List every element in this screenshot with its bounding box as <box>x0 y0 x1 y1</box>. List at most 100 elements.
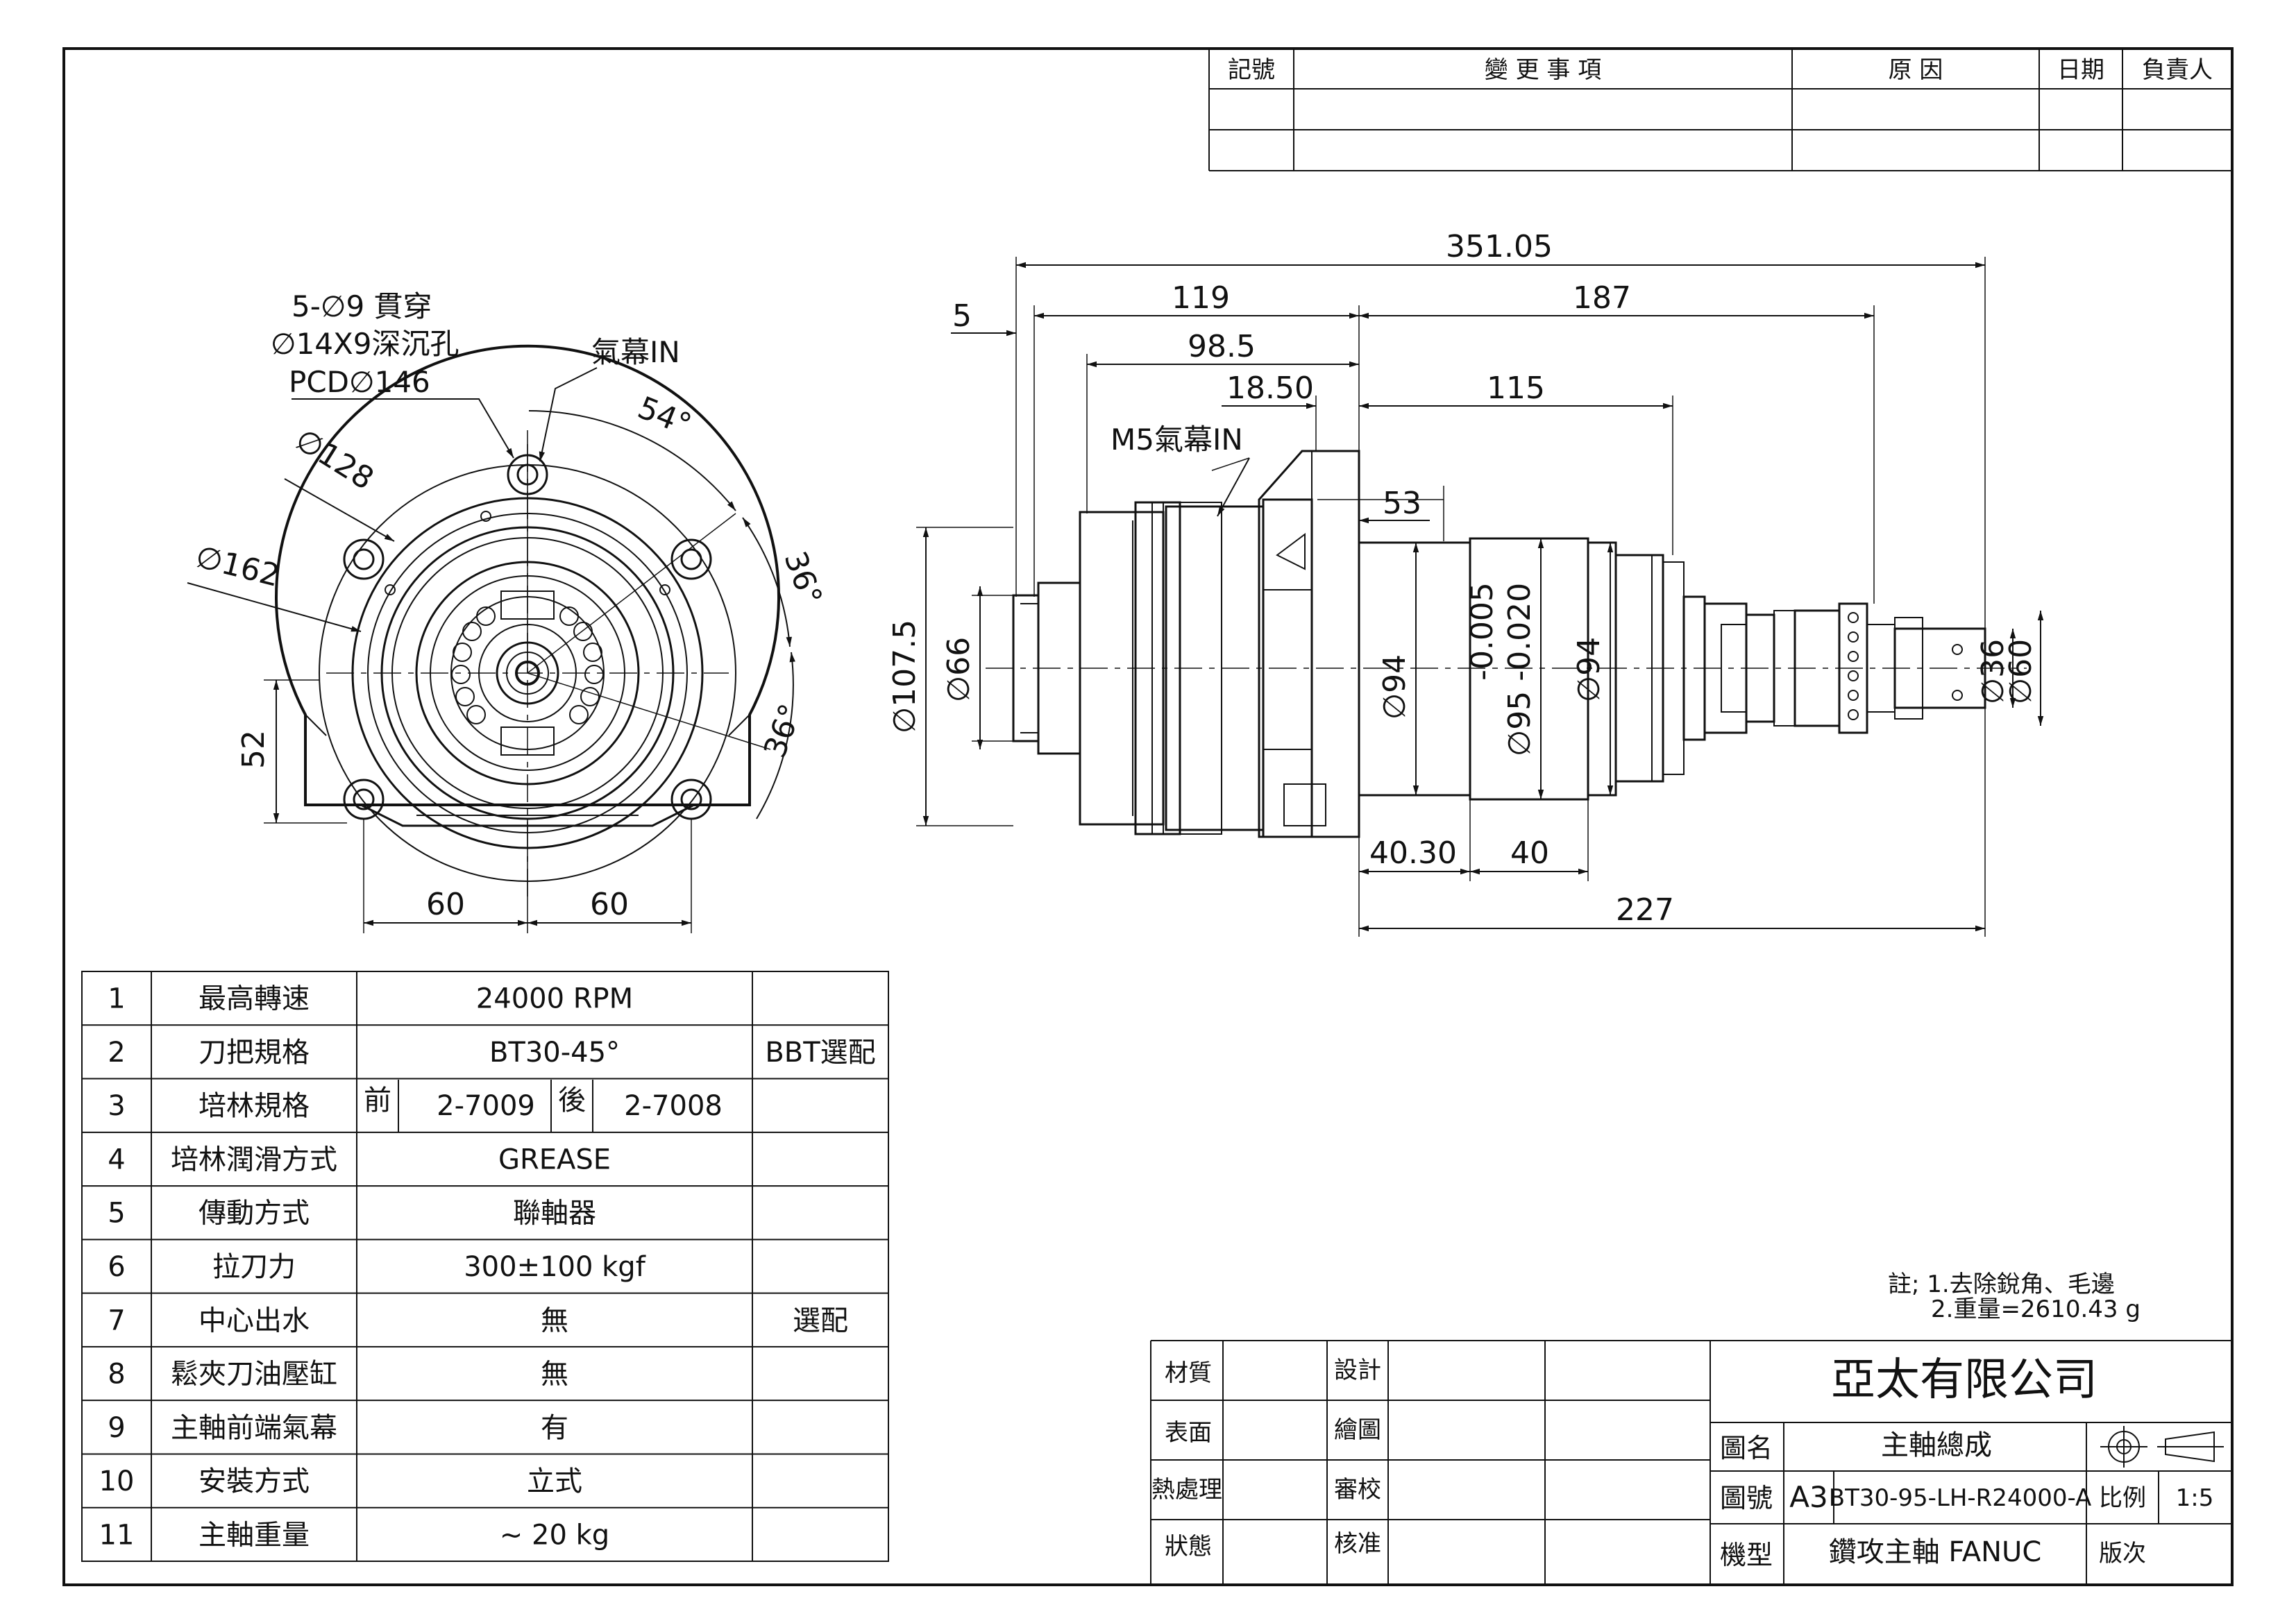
holes-callout-line1: 5-∅9 貫穿 <box>292 289 432 323</box>
revision-table <box>1208 49 2232 171</box>
spec-row-item: 安裝方式 <box>199 1465 310 1497</box>
spec-row-item: 中心出水 <box>199 1305 310 1336</box>
m5-air-in-label: M5氣幕IN <box>1111 423 1243 457</box>
tb-approve: 核准 <box>1334 1530 1381 1558</box>
dia-36-label: ∅36 <box>1975 639 2011 704</box>
note-line-2: 2.重量=2610.43 g <box>1931 1295 2141 1323</box>
spec-row-value: ~ 20 kg <box>500 1519 609 1551</box>
dim-187-label: 187 <box>1573 280 1631 316</box>
spec-row-item: 培林潤滑方式 <box>171 1144 337 1175</box>
spec-table-rows: 1 最高轉速 24000 RPM 2 刀把規格 BT30-45° BBT選配 3 培林規格 前 2-… <box>82 983 888 1551</box>
spec-row-value: 24000 RPM <box>476 983 633 1015</box>
tb-number-label: 圖號 <box>1720 1483 1773 1513</box>
spec-row-value: 無 <box>541 1359 568 1391</box>
spec-table <box>81 971 889 1562</box>
title-block <box>1150 1340 2232 1585</box>
dim-40-30-label: 40.30 <box>1369 835 1457 871</box>
tb-review: 審校 <box>1334 1476 1381 1504</box>
rev-header-owner: 負責人 <box>2142 56 2213 84</box>
angle-36-upper-label: 36° <box>777 547 829 610</box>
tb-state: 狀態 <box>1165 1533 1212 1561</box>
spec-row-note: 選配 <box>793 1305 848 1336</box>
tb-size: A3 <box>1789 1480 1827 1514</box>
air-curtain-in-label: 氣幕IN <box>591 335 680 369</box>
dim-227-label: 227 <box>1616 892 1674 928</box>
spec-bearing-front-label: 前 <box>364 1085 391 1116</box>
spec-row-item: 鬆夾刀油壓缸 <box>171 1359 337 1391</box>
spec-row-number: 2 <box>108 1037 125 1069</box>
rev-header-mark: 記號 <box>1228 56 1275 84</box>
spec-row-number: 11 <box>99 1519 135 1551</box>
spec-row-number: 8 <box>108 1359 125 1391</box>
pcd-callout: PCD∅146 <box>289 365 430 399</box>
spec-row-item: 培林規格 <box>199 1090 310 1122</box>
tb-scale-label: 比例 <box>2099 1484 2146 1512</box>
spec-row-number: 9 <box>108 1412 125 1444</box>
dia-94b-label: ∅94 <box>1571 637 1607 702</box>
spec-row-value: GREASE <box>498 1144 611 1175</box>
spec-row-item: 主軸前端氣幕 <box>171 1412 337 1444</box>
spec-row-item: 主軸重量 <box>199 1519 310 1551</box>
dia-95-tolerance-label: ∅95 -0.020 <box>1502 583 1537 756</box>
dim-60-right-label: 60 <box>590 887 629 922</box>
rev-header-date: 日期 <box>2057 56 2104 84</box>
spec-row-number: 10 <box>99 1465 135 1497</box>
overall-length-label: 351.05 <box>1446 229 1553 264</box>
dim-98-5-label: 98.5 <box>1188 329 1256 364</box>
dim-5-label: 5 <box>952 298 972 334</box>
tolerance-upper-label: -0.005 <box>1464 582 1500 681</box>
spec-row-item: 傳動方式 <box>199 1198 310 1230</box>
spec-row-value: 無 <box>541 1305 568 1336</box>
spec-row-item: 最高轉速 <box>199 983 310 1015</box>
spec-row-number: 5 <box>108 1198 125 1230</box>
spec-row-note: BBT選配 <box>765 1037 875 1069</box>
tb-model-label: 機型 <box>1720 1540 1773 1570</box>
tb-name-value: 主軸總成 <box>1881 1429 1992 1461</box>
tb-drawing: 繪圖 <box>1334 1416 1381 1444</box>
front-view <box>187 344 795 933</box>
dia-94a-label: ∅94 <box>1377 654 1412 720</box>
tb-heat-treatment: 熱處理 <box>1151 1476 1222 1504</box>
tb-design: 設計 <box>1334 1357 1381 1384</box>
dia-66-label: ∅66 <box>941 637 977 702</box>
note-line-1: 註; 1.去除銳角、毛邊 <box>1888 1271 2115 1298</box>
dim-40-label: 40 <box>1510 835 1549 871</box>
dim-60-left-label: 60 <box>426 887 465 922</box>
dia-107-5-label: ∅107.5 <box>887 620 922 733</box>
spec-row-value: 聯軸器 <box>513 1198 596 1230</box>
spec-row-item: 拉刀力 <box>212 1251 296 1283</box>
spec-row-number: 1 <box>108 983 125 1015</box>
rev-header-change: 變 更 事 項 <box>1485 56 1601 84</box>
drawing-border <box>62 47 2234 1586</box>
tb-model-value: 鑽攻主軸 FANUC <box>1829 1536 2042 1568</box>
dim-52-label: 52 <box>236 730 271 769</box>
spec-row-value: 300±100 kgf <box>464 1251 645 1283</box>
spec-row-number: 4 <box>108 1144 125 1175</box>
rev-header-reason: 原 因 <box>1889 56 1943 84</box>
spec-row-item: 刀把規格 <box>199 1037 310 1069</box>
spec-row-number: 7 <box>108 1305 125 1336</box>
company-name: 亞太有限公司 <box>1831 1354 2097 1406</box>
tb-version-label: 版次 <box>2099 1540 2146 1567</box>
spec-row-number: 6 <box>108 1251 125 1283</box>
projection-symbol-icon <box>2100 1426 2224 1468</box>
tb-material: 材質 <box>1165 1359 1212 1387</box>
spec-bearing-rear-value: 2-7008 <box>624 1090 723 1122</box>
holes-callout-line2: ∅14X9深沉孔 <box>271 327 459 361</box>
tb-name-label: 圖名 <box>1720 1433 1773 1463</box>
dim-115-label: 115 <box>1487 371 1545 406</box>
tb-scale-value: 1:5 <box>2176 1484 2214 1512</box>
spec-bearing-rear-label: 後 <box>558 1085 586 1116</box>
dia-60-label: ∅60 <box>2003 639 2038 704</box>
angle-54-label: 54° <box>633 390 696 443</box>
tb-surface: 表面 <box>1165 1419 1212 1447</box>
spec-row-value: 有 <box>541 1412 568 1444</box>
dim-53-label: 53 <box>1383 486 1421 521</box>
spec-bearing-front-value: 2-7009 <box>437 1090 535 1122</box>
spec-row-value: BT30-45° <box>489 1037 620 1069</box>
tb-number-value: BT30-95-LH-R24000-A <box>1829 1484 2092 1512</box>
dim-119-label: 119 <box>1172 280 1230 316</box>
side-view <box>916 257 2044 937</box>
spec-row-number: 3 <box>108 1090 125 1122</box>
dim-18-50-label: 18.50 <box>1226 371 1314 406</box>
